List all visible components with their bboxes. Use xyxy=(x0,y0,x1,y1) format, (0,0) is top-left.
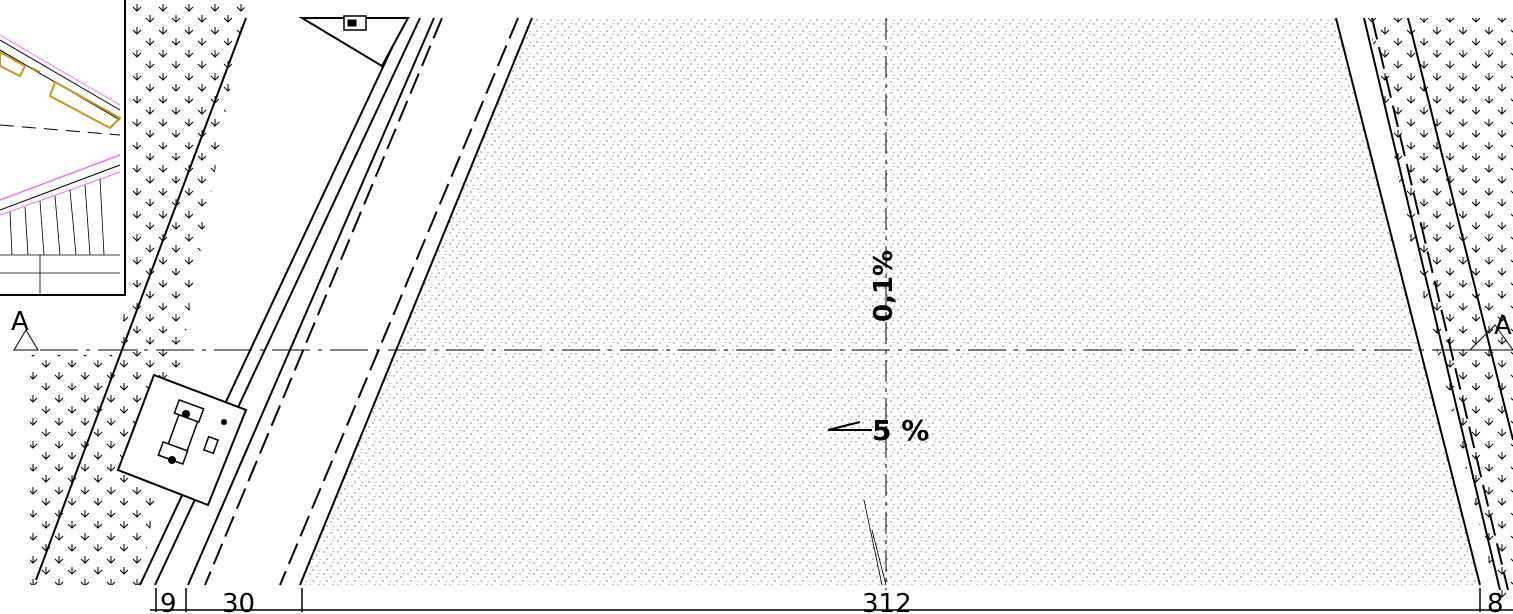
right-vegetation-area xyxy=(1368,18,1513,600)
right-edge-lines xyxy=(1335,17,1513,591)
svg-text:5 %: 5 % xyxy=(872,414,929,447)
dimension-30: 30 xyxy=(222,589,255,614)
svg-text:A: A xyxy=(1494,311,1512,341)
inset-detail-view xyxy=(0,0,126,296)
gravel-surface xyxy=(300,18,1480,585)
leader-line xyxy=(863,499,887,586)
equipment-box-bottom xyxy=(116,373,248,507)
svg-text:0,1%: 0,1% xyxy=(869,250,899,322)
dimension-9: 9 xyxy=(160,589,177,614)
section-marker-left: A xyxy=(11,307,39,351)
svg-text:A: A xyxy=(11,307,29,337)
dimension-line xyxy=(150,588,1513,612)
equipment-box-top xyxy=(298,15,410,68)
dimension-312: 312 xyxy=(862,589,912,614)
dimension-8: 8 xyxy=(1487,589,1504,614)
slope-main-label: 5 % xyxy=(827,414,929,447)
slope-cross-label: 0,1% xyxy=(869,250,899,322)
